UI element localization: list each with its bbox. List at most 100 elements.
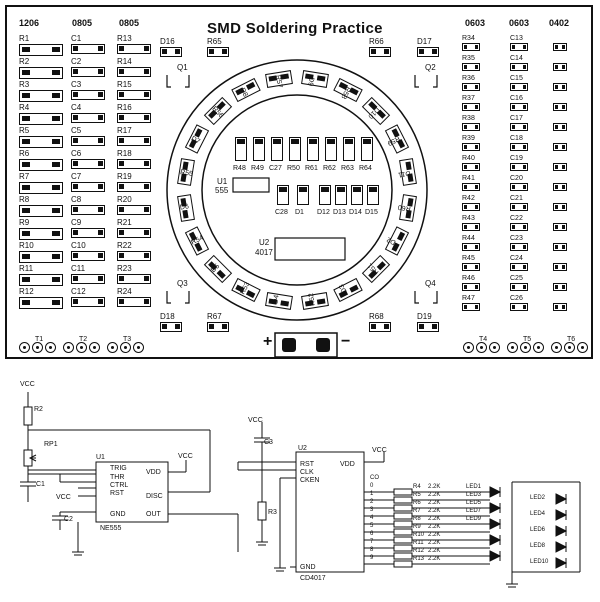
label-resistor-0805: R17 [117, 126, 132, 135]
test-hole-label: T3 [123, 336, 132, 343]
sch-vcc-left: VCC [20, 381, 35, 388]
resistor-symbol [393, 504, 413, 512]
center-pad [271, 137, 283, 161]
pad-0805 [117, 113, 151, 123]
label-resistor-0603: R36 [462, 75, 475, 82]
pad-0402 [553, 163, 567, 171]
pad-0603 [510, 83, 528, 91]
center-pad [335, 185, 347, 205]
label-resistor-0805: R16 [117, 103, 132, 112]
center-top-label: R50 [287, 165, 300, 172]
header-0402: 0402 [549, 18, 570, 28]
header-0805-a: 0805 [72, 18, 93, 28]
sch-vcc-u1: VCC [178, 453, 193, 460]
sch-u2-clk: CLK [300, 469, 314, 476]
sch-u1-thr: THR [110, 474, 125, 481]
pad-0603 [462, 43, 480, 51]
resistor-ref: R4 [413, 484, 421, 490]
label-cap-0805: C2 [71, 57, 82, 66]
center-pad [367, 185, 379, 205]
test-hole-label: T4 [479, 336, 488, 343]
label-resistor-0603: R44 [462, 235, 475, 242]
pad-0402 [553, 303, 567, 311]
u2-output-label: 8 [370, 547, 374, 553]
pad-0402 [553, 43, 567, 51]
label-resistor-0603: R43 [462, 215, 475, 222]
center-pad [343, 137, 355, 161]
test-hole [76, 342, 87, 353]
resistor-ref: R6 [413, 500, 421, 506]
sch-u1-ref: U1 [96, 454, 105, 461]
u2-output-label: 3 [370, 507, 374, 513]
center-pad [361, 137, 373, 161]
sch-c3: C3 [264, 439, 273, 446]
pad-0603 [510, 223, 528, 231]
pad-0603 [510, 243, 528, 251]
led-label: LED9 [466, 516, 482, 522]
sch-u2-part: CD4017 [300, 575, 326, 582]
sch-u1-part: NE555 [100, 525, 122, 532]
pad-0805 [117, 67, 151, 77]
led-label: LED1 [466, 484, 482, 490]
pad-0805 [117, 44, 151, 54]
sch-u1-trig: TRIG [110, 465, 127, 472]
resistor-value: 2.2K [428, 516, 441, 522]
pad-0603 [510, 143, 528, 151]
sch-u2-gnd: GND [300, 564, 316, 571]
center-pad [235, 137, 247, 161]
center-top-label: R62 [323, 165, 336, 172]
led-symbol [489, 486, 502, 498]
resistor-symbol [393, 560, 413, 568]
pad-r67 [207, 322, 229, 332]
resistor-symbol [393, 528, 413, 536]
pad-0402 [553, 143, 567, 151]
label-resistor-0603: R46 [462, 275, 475, 282]
pad-0603 [462, 163, 480, 171]
label-r68: R68 [369, 312, 384, 321]
center-pad [297, 185, 309, 205]
sch-u1-rst: RST [110, 490, 124, 497]
u2-output-label: 6 [370, 531, 374, 537]
sch-u2-vdd: VDD [340, 461, 355, 468]
test-hole-label: T1 [35, 336, 44, 343]
label-d18: D18 [160, 312, 175, 321]
pad-r66 [369, 47, 391, 57]
label-resistor-0805: R13 [117, 34, 132, 43]
led-symbol [555, 525, 568, 537]
u2-output-label: CO [370, 475, 379, 481]
center-bottom-label: D13 [333, 209, 346, 216]
center-bottom-label: C28 [275, 209, 288, 216]
u2-ref: U2 [259, 238, 270, 247]
test-hole [520, 342, 531, 353]
pad-0402 [553, 83, 567, 91]
center-top-label: R48 [233, 165, 246, 172]
label-cap-0805: C6 [71, 149, 82, 158]
pad-0603 [510, 163, 528, 171]
resistor-value: 2.2K [428, 532, 441, 538]
pad-d17 [417, 47, 439, 57]
pad-0805 [117, 159, 151, 169]
label-cap-0805: C3 [71, 80, 82, 89]
u2-output-label: 9 [370, 555, 374, 561]
label-resistor-0603: R45 [462, 255, 475, 262]
pad-0603 [510, 263, 528, 271]
ring-label: R55 [179, 168, 194, 178]
label-resistor-0805: R15 [117, 80, 132, 89]
u1-ref: U1 [217, 177, 228, 186]
label-r65: R65 [207, 37, 222, 46]
label-cap-0603: C19 [510, 155, 523, 162]
label-resistor-0603: R38 [462, 115, 475, 122]
pad-0805 [117, 228, 151, 238]
label-r66: R66 [369, 37, 384, 46]
pad-1206 [19, 159, 63, 171]
resistor-value: 2.2K [428, 500, 441, 506]
label-q4: Q4 [425, 279, 436, 288]
u2-output-label: 5 [370, 523, 374, 529]
ring-label: D9 [306, 76, 315, 87]
center-pad [277, 185, 289, 205]
pad-0805 [71, 113, 105, 123]
u2-part: 4017 [255, 248, 273, 257]
pad-r65 [207, 47, 229, 57]
label-resistor-1206: R2 [19, 57, 30, 66]
test-hole [463, 342, 474, 353]
